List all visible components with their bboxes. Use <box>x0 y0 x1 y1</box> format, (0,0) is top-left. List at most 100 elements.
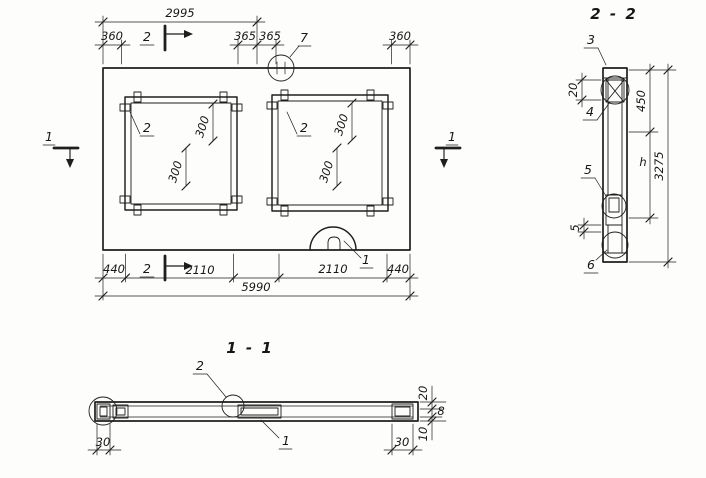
thickness-extensions <box>419 401 447 422</box>
dim-360-right: 360 <box>389 29 411 43</box>
right-dim-extensions <box>628 69 677 263</box>
dim-365-b: 365 <box>259 29 281 43</box>
dim-20-extensions <box>575 79 602 101</box>
dim-2995: 2995 <box>165 6 194 20</box>
callout-6-label: 6 <box>587 257 595 272</box>
opening-inner-frames <box>130 100 383 206</box>
callout-2-label: 2 <box>196 358 204 373</box>
dim-450-label: 450 <box>634 90 648 112</box>
detail-circle-left-end <box>88 396 118 426</box>
section-1-label-right: 1 <box>448 129 456 144</box>
dim-5-extensions <box>577 224 602 233</box>
top-dimension-ticks <box>98 17 415 50</box>
right-dim-ticks <box>645 65 673 267</box>
opening-corner-lugs <box>119 89 394 217</box>
dim-365-a: 365 <box>234 29 256 43</box>
dim-20-label: 20 <box>416 386 430 401</box>
bar-inner-lines <box>602 77 628 254</box>
section-2-2-title: 2 - 2 <box>590 5 638 23</box>
dim-30-left-label: 30 <box>96 435 111 449</box>
bottom-dimension-ticks <box>98 273 415 301</box>
section-mark-1-left: 1 <box>42 129 80 168</box>
section-2-label-bottom: 2 <box>143 261 151 276</box>
slot-detail <box>605 194 623 226</box>
section-2-arrowhead <box>184 262 193 270</box>
section-1-label-left: 1 <box>45 129 53 144</box>
dim-20-label: 20 <box>566 83 580 98</box>
strip-details <box>96 403 414 420</box>
callout-5-leader <box>594 177 607 197</box>
bar-outline <box>602 67 628 263</box>
callout-3-label: 3 <box>587 32 595 47</box>
dim-5990-total: 5990 <box>241 280 270 294</box>
callout-2-leader <box>206 373 227 398</box>
detail-circle-bottom <box>601 231 629 259</box>
strip-inner-lines <box>99 405 414 418</box>
section-mark-2-top: 2 <box>139 24 193 52</box>
callout-7-leader <box>289 45 300 58</box>
dim-5-label: 5 <box>568 224 582 231</box>
thickness-ticks <box>427 397 437 426</box>
callout-3-leader <box>597 47 607 66</box>
dim-5-ticks <box>579 220 589 237</box>
callout-1-label: 1 <box>282 433 290 448</box>
callout-4-label: 4 <box>586 104 594 119</box>
dim-440-left: 440 <box>103 262 125 276</box>
dim-300-d: 300 <box>316 159 336 184</box>
callout-7-detail <box>276 61 286 75</box>
opening-left-label: 2 <box>143 120 151 135</box>
recess-slot <box>327 236 341 251</box>
section-2-arrowhead <box>184 30 193 38</box>
callout-7-label: 7 <box>300 30 308 45</box>
dim-300-ticks <box>181 98 357 191</box>
dim-30-ticks <box>92 445 418 455</box>
callout-4-leader <box>596 101 611 121</box>
section-2-label-top: 2 <box>143 29 151 44</box>
section-mark-1-right: 1 <box>434 129 462 168</box>
detail-circle-middle <box>601 193 627 219</box>
right-dim-lines <box>649 63 669 269</box>
section-mark-2-bottom: 2 <box>139 254 193 282</box>
detail-circle-top <box>600 75 630 105</box>
dim-8-label: 8 <box>437 404 444 418</box>
section-1-arrowhead <box>66 159 74 168</box>
callout-7-circle <box>267 54 295 82</box>
opening-left-leader <box>129 111 141 135</box>
anchor-plate <box>605 79 625 103</box>
dim-300-b: 300 <box>165 159 185 184</box>
section-2-2-view: 2 - 2 3 4 5 6 20 5 450 h <box>566 5 677 274</box>
dim-h-label: h <box>639 155 646 169</box>
dim-20-ticks <box>577 75 587 105</box>
dim-30-right-label: 30 <box>395 435 410 449</box>
callout-1-label: 1 <box>362 252 370 267</box>
section-1-1-view: 1 - 1 2 1 30 30 20 8 10 <box>87 339 447 456</box>
top-extension-lines <box>102 15 411 65</box>
detail-circle-mid <box>221 394 245 418</box>
strip-outline <box>94 401 419 422</box>
panel-outline <box>102 67 411 251</box>
section-1-arrowhead <box>440 159 448 168</box>
dim-440-right: 440 <box>387 262 409 276</box>
opening-outer-frames <box>124 94 389 212</box>
opening-right-leader <box>286 111 298 135</box>
dim-10-label: 10 <box>416 427 430 442</box>
callout-1-leader <box>260 419 280 439</box>
callout-5-label: 5 <box>584 162 592 177</box>
dim-2110-right: 2110 <box>318 262 347 276</box>
recess-arc <box>309 226 357 251</box>
dim-3275-label: 3275 <box>652 151 666 180</box>
dim-360-left: 360 <box>101 29 123 43</box>
bottom-dimension-lines <box>94 277 419 297</box>
dim-300-lines <box>185 102 353 187</box>
section-1-1-title: 1 - 1 <box>226 339 274 357</box>
dim-30-extensions <box>96 423 414 456</box>
opening-right-label: 2 <box>300 120 308 135</box>
dim-300-c: 300 <box>331 112 351 137</box>
top-dimension-lines <box>94 21 419 46</box>
callout-1-leader <box>343 240 362 259</box>
callout-6-leader <box>595 249 608 261</box>
bottom-extension-lines <box>102 253 411 301</box>
dim-300-a: 300 <box>192 114 212 139</box>
